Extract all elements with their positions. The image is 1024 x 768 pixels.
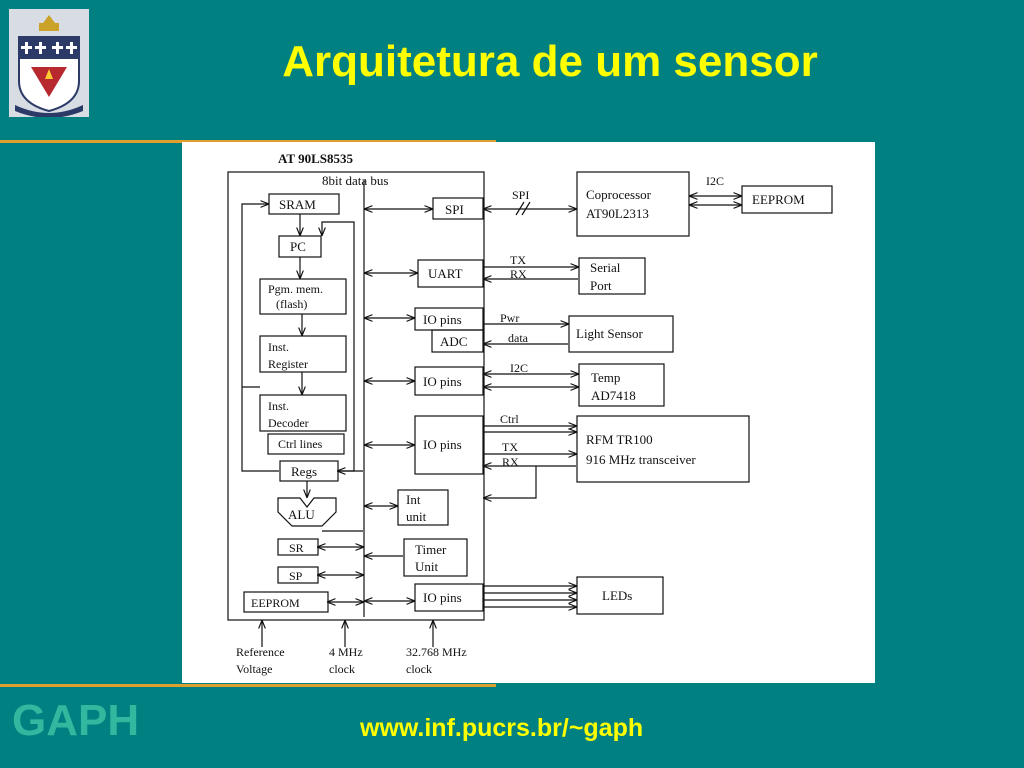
rfm-label-2: 916 MHz transceiver — [586, 452, 696, 467]
pwr-signal-label: Pwr — [500, 311, 519, 325]
light-sensor-box — [568, 315, 674, 353]
pgm-mem-label-2: (flash) — [276, 297, 307, 311]
sensor-architecture-diagram: AT 90LS8535 8bit data bus SRAM PC Pgm. m… — [182, 142, 875, 683]
rx-signal-label: RX — [510, 267, 527, 281]
adc-label: ADC — [440, 334, 467, 349]
leds-label: LEDs — [602, 588, 632, 603]
inst-decoder-label-1: Inst. — [268, 399, 289, 413]
temp-box — [578, 363, 665, 407]
sram-label: SRAM — [279, 197, 316, 212]
clock-4mhz-label-2: clock — [329, 662, 355, 676]
regs-sram-feedback-arrow — [241, 204, 279, 472]
temp-label-2: AD7418 — [591, 388, 636, 403]
block-diagram: AT 90LS8535 8bit data bus SRAM PC Pgm. m… — [227, 151, 833, 676]
slide-title: Arquitetura de um sensor — [282, 37, 818, 86]
reference-label-1: Reference — [236, 645, 285, 659]
pgm-mem-box — [259, 278, 347, 315]
spi-signal-label: SPI — [512, 188, 529, 202]
uart-box — [417, 259, 484, 288]
coprocessor-box — [576, 171, 690, 237]
serial-port-box — [578, 257, 646, 295]
coprocessor-label-1: Coprocessor — [586, 187, 652, 202]
chip-label: AT 90LS8535 — [278, 151, 354, 166]
rfm-box — [576, 415, 750, 483]
regs-label: Regs — [291, 464, 317, 479]
tx-signal-label: TX — [510, 253, 526, 267]
serial-port-label-2: Port — [590, 278, 612, 293]
rfm-label-1: RFM TR100 — [586, 432, 653, 447]
ctrl-signal-label: Ctrl — [500, 412, 519, 426]
io-pins-rf-box — [414, 415, 484, 475]
spi-port-label: SPI — [445, 202, 464, 217]
io-pins-label-3: IO pins — [423, 437, 462, 452]
clock-32mhz-label-1: 32.768 MHz — [406, 645, 467, 659]
rx2-signal-label: RX — [502, 455, 519, 469]
alu-shape — [277, 497, 337, 527]
clock-4mhz-label-1: 4 MHz — [329, 645, 363, 659]
int-unit-box — [397, 489, 449, 526]
footer-url[interactable]: www.inf.pucrs.br/~gaph — [360, 714, 644, 742]
ctrl-lines-box — [267, 433, 345, 455]
clock-32mhz-label-2: clock — [406, 662, 432, 676]
pc-label: PC — [290, 239, 306, 254]
i2c-top-signal-label: I2C — [706, 174, 724, 188]
alu-label: ALU — [288, 507, 315, 522]
chip-outline — [227, 171, 485, 621]
university-crest-logo — [9, 9, 89, 118]
bottom-rule — [0, 684, 496, 687]
timer-unit-box — [403, 538, 468, 577]
tx2-signal-label: TX — [502, 440, 518, 454]
pgm-mem-label-1: Pgm. mem. — [268, 282, 323, 296]
coprocessor-label-2: AT90L2313 — [586, 206, 649, 221]
inst-register-label-1: Inst. — [268, 340, 289, 354]
io-pins-label-1: IO pins — [423, 312, 462, 327]
external-eeprom-label: EEPROM — [752, 192, 805, 207]
io-pins-label-2: IO pins — [423, 374, 462, 389]
inst-register-box — [259, 335, 347, 373]
serial-port-label-1: Serial — [590, 260, 621, 275]
adc-box — [431, 329, 484, 353]
external-eeprom-box — [741, 185, 833, 214]
int-unit-label-1: Int — [406, 492, 421, 507]
sr-label: SR — [289, 541, 304, 555]
i2c-signal-label: I2C — [510, 361, 528, 375]
sp-label: SP — [289, 569, 303, 583]
ctrl-lines-label: Ctrl lines — [278, 437, 323, 451]
uart-label: UART — [428, 266, 463, 281]
top-rule — [0, 140, 496, 143]
light-sensor-label: Light Sensor — [576, 326, 643, 341]
rx-int-arrow — [484, 466, 537, 498]
inst-decoder-box — [259, 394, 347, 432]
timer-unit-label-1: Timer — [415, 542, 447, 557]
reference-label-2: Voltage — [236, 662, 272, 676]
sram-box — [268, 193, 340, 215]
temp-label-1: Temp — [591, 370, 620, 385]
io-pins-leds-box — [414, 583, 484, 612]
timer-unit-label-2: Unit — [415, 559, 439, 574]
data-signal-label: data — [508, 331, 529, 345]
spi-box — [432, 197, 484, 220]
io-pins-i2c-box — [414, 366, 484, 396]
int-unit-label-2: unit — [406, 509, 427, 524]
inst-decoder-label-2: Decoder — [268, 416, 309, 430]
inst-register-label-2: Register — [268, 357, 308, 371]
leds-box — [576, 576, 664, 615]
internal-eeprom-label: EEPROM — [251, 596, 300, 610]
io-pins-label-4: IO pins — [423, 590, 462, 605]
footer-brand: GAPH — [12, 696, 140, 745]
bus-label: 8bit data bus — [322, 173, 388, 188]
university-crest-icon — [9, 9, 89, 118]
